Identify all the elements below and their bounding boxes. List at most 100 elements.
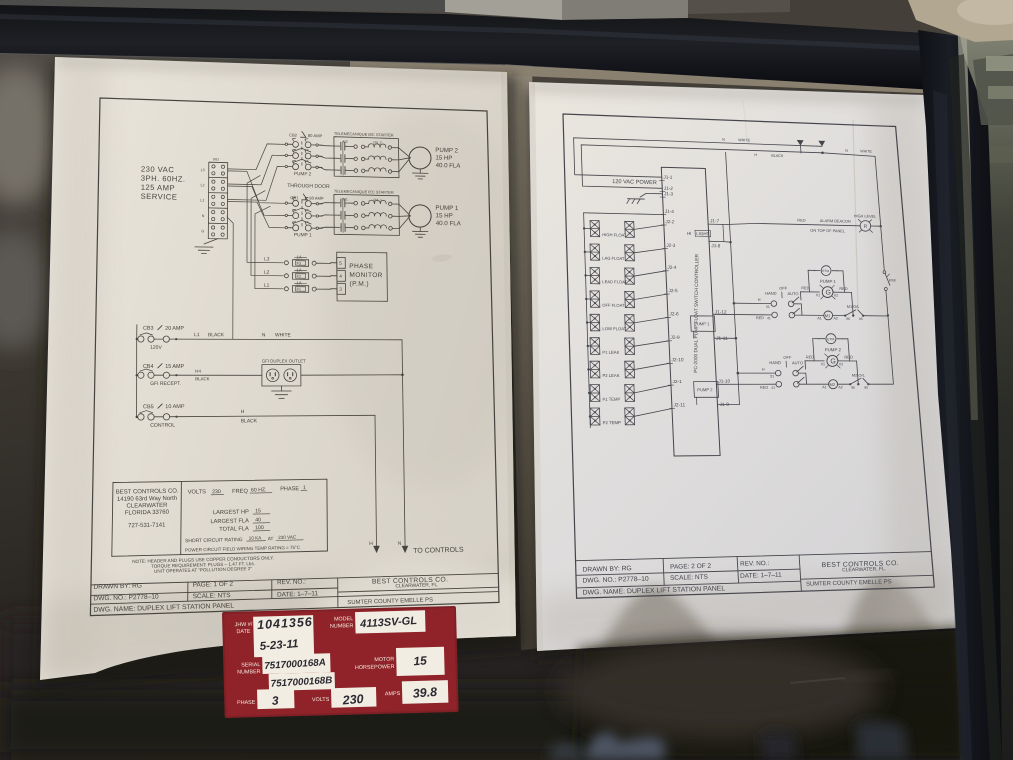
svg-text:J1-3: J1-3: [664, 191, 674, 196]
svg-text:60 HZ.: 60 HZ.: [251, 487, 267, 493]
svg-text:LAG FLOAT: LAG FLOAT: [602, 256, 625, 261]
svg-text:727-531-7141: 727-531-7141: [128, 522, 166, 529]
svg-text:10 AMP: 10 AMP: [165, 404, 185, 410]
svg-text:THROUGH DOOR: THROUGH DOOR: [287, 183, 330, 190]
svg-text:J2-2: J2-2: [665, 219, 674, 224]
svg-text:RED: RED: [756, 316, 764, 320]
svg-text:VOLTS: VOLTS: [188, 489, 207, 495]
svg-text:H: H: [369, 541, 373, 547]
svg-text:N: N: [398, 541, 402, 547]
svg-text:1041356: 1041356: [257, 615, 313, 632]
svg-text:LEAD FLOAT: LEAD FLOAT: [602, 279, 627, 284]
svg-text:J1-4: J1-4: [665, 209, 675, 214]
svg-text:ALARM BEACON: ALARM BEACON: [820, 218, 851, 224]
svg-text:L1: L1: [200, 199, 204, 203]
svg-text:AT: AT: [268, 536, 274, 542]
svg-text:GFI DUPLEX OUTLET: GFI DUPLEX OUTLET: [262, 359, 306, 364]
svg-text:NOTE: HEADER AND PLUGS USE COP: NOTE: HEADER AND PLUGS USE COPPER CONDUC…: [132, 555, 274, 564]
svg-text:OFF: OFF: [783, 355, 792, 360]
svg-text:HORSEPOWER: HORSEPOWER: [355, 664, 395, 671]
svg-text:FLORIDA 33760: FLORIDA 33760: [125, 510, 170, 517]
svg-text:PUMP 1: PUMP 1: [294, 232, 312, 238]
svg-text:J1-12: J1-12: [715, 310, 727, 315]
svg-text:J2-9: J2-9: [670, 335, 680, 340]
svg-text:RED: RED: [797, 218, 806, 223]
svg-text:P.M.: P.M.: [889, 278, 897, 283]
svg-text:J2-1: J2-1: [673, 379, 683, 385]
svg-text:PUMP 2: PUMP 2: [435, 147, 458, 155]
svg-text:CLEARWATER, FL.: CLEARWATER, FL.: [395, 582, 438, 589]
svg-text:AMPS: AMPS: [385, 691, 401, 697]
svg-text:J2-11: J2-11: [673, 402, 685, 408]
svg-text:N: N: [845, 149, 848, 153]
svg-text:CLEARWATER: CLEARWATER: [126, 503, 168, 510]
svg-text:PUMP 1: PUMP 1: [435, 205, 459, 212]
svg-text:NUMBER: NUMBER: [330, 623, 354, 630]
svg-text:PUMP 2: PUMP 2: [825, 347, 842, 352]
svg-text:H: H: [762, 367, 765, 372]
svg-text:J2-3: J2-3: [666, 243, 675, 248]
svg-text:1A: 1A: [296, 255, 301, 260]
svg-text:PAGE: 1 OF 2: PAGE: 1 OF 2: [193, 581, 234, 589]
svg-text:BEST CONTROLS CO.: BEST CONTROLS CO.: [116, 489, 179, 496]
svg-text:DWG. NAME: DUPLEX LIFT STATION: DWG. NAME: DUPLEX LIFT STATION PANEL: [93, 602, 234, 613]
svg-text:−: −: [841, 336, 844, 341]
svg-text:230: 230: [341, 692, 364, 708]
svg-text:L1: L1: [264, 283, 270, 289]
svg-text:DATE: 1–7–11: DATE: 1–7–11: [277, 590, 319, 598]
svg-text:BEST CONTROLS CO.: BEST CONTROLS CO.: [372, 576, 449, 585]
svg-text:J2-6: J2-6: [669, 311, 679, 316]
svg-text:RED: RED: [844, 355, 853, 360]
svg-text:TELEMECANIQUE IEC STARTER: TELEMECANIQUE IEC STARTER: [334, 131, 394, 138]
svg-text:G: G: [201, 229, 204, 233]
svg-text:JHW #/: JHW #/: [235, 622, 253, 628]
svg-text:H: H: [754, 153, 757, 157]
svg-text:HAND: HAND: [769, 360, 781, 365]
svg-text:M1: M1: [343, 197, 348, 201]
svg-text:X2: X2: [834, 294, 838, 298]
svg-text:PUMP 2: PUMP 2: [697, 387, 713, 392]
svg-text:LIGHT: LIGHT: [696, 231, 709, 236]
svg-text:DB1: DB1: [213, 157, 220, 161]
svg-text:3PH. 60HZ.: 3PH. 60HZ.: [141, 174, 186, 184]
svg-text:10 KA: 10 KA: [249, 535, 263, 540]
svg-text:41: 41: [767, 316, 771, 320]
svg-text:DWG. NO.: P2778–10: DWG. NO.: P2778–10: [93, 593, 159, 602]
svg-text:120 VAC POWER: 120 VAC POWER: [612, 179, 657, 186]
svg-text:H: H: [758, 298, 761, 302]
svg-text:J1-9: J1-9: [720, 402, 730, 408]
svg-text:J2-4: J2-4: [667, 265, 677, 270]
svg-text:40.0 FLA: 40.0 FLA: [436, 220, 462, 227]
svg-text:HIGH LEVEL: HIGH LEVEL: [854, 214, 876, 219]
svg-text:PHASE: PHASE: [349, 263, 373, 270]
svg-text:M2: M2: [343, 140, 348, 144]
svg-text:A1: A1: [822, 385, 826, 389]
svg-text:CONTROL: CONTROL: [150, 423, 175, 429]
svg-text:H4: H4: [195, 369, 201, 374]
svg-text:MODEL: MODEL: [334, 616, 353, 622]
svg-text:OFF: OFF: [779, 286, 788, 291]
svg-text:15: 15: [255, 508, 261, 514]
svg-text:M2: M2: [829, 382, 835, 387]
svg-text:P1 TEMP: P1 TEMP: [602, 397, 620, 402]
svg-text:120V: 120V: [150, 345, 162, 351]
svg-text:5: 5: [339, 261, 342, 267]
svg-text:LOW FLOAT: LOW FLOAT: [602, 326, 626, 331]
svg-text:95: 95: [864, 386, 868, 390]
svg-text:CLEARWATER, FL.: CLEARWATER, FL.: [842, 566, 886, 573]
svg-text:BEST CONTROLS CO.: BEST CONTROLS CO.: [822, 560, 900, 569]
svg-text:PUMP 1: PUMP 1: [694, 321, 710, 326]
svg-text:BLACK: BLACK: [195, 376, 209, 381]
svg-text:15 HP: 15 HP: [435, 154, 452, 161]
svg-text:41: 41: [771, 386, 775, 390]
svg-text:L2: L2: [264, 270, 270, 276]
svg-text:80 AMP: 80 AMP: [308, 133, 323, 138]
svg-text:L1: L1: [194, 332, 200, 338]
svg-text:J2-5: J2-5: [668, 288, 678, 293]
svg-text:ETM: ETM: [822, 269, 829, 273]
svg-text:CB1: CB1: [290, 195, 299, 200]
svg-text:RED: RED: [839, 286, 847, 291]
svg-text:UNIT OPERATES AT “POLLUTION DE: UNIT OPERATES AT “POLLUTION DEGREE 2”: [154, 566, 253, 574]
svg-text:L3: L3: [264, 257, 270, 263]
svg-text:CB2: CB2: [289, 132, 298, 137]
